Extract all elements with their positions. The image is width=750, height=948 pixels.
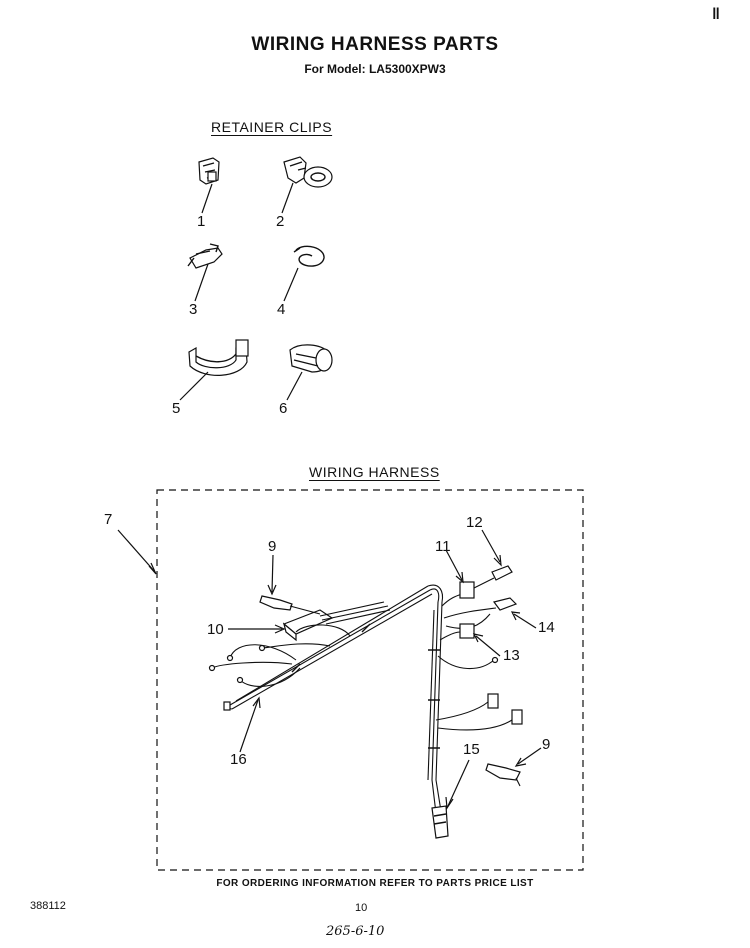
corner-mark: ‖ [712,6,720,23]
retainer-clip-1 [198,157,220,185]
leader-5 [179,371,209,401]
wiring-harness-heading: WIRING HARNESS [309,464,440,480]
page-number: 10 [355,902,368,914]
retainer-clip-2 [283,156,333,188]
retainer-clip-6 [289,344,333,373]
leader-2 [281,182,294,214]
leader-1 [201,183,213,214]
leader-6 [286,371,303,401]
part-label-1: 1 [197,213,206,230]
part-label-7: 7 [104,511,113,528]
harness-frame [156,489,584,871]
part-label-2: 2 [276,213,285,230]
part-label-3: 3 [189,301,198,318]
wiring-harness-assembly [208,565,523,839]
model-subtitle: For Model: LA5300XPW3 [304,62,446,76]
part-label-10: 10 [207,621,224,638]
retainer-clip-5 [188,339,249,376]
handwritten-note: 265-6-10 [326,924,385,939]
retainer-clips-heading: RETAINER CLIPS [211,119,333,135]
harness-leaders [228,529,542,810]
part-label-6: 6 [279,400,288,417]
ordering-note: FOR ORDERING INFORMATION REFER TO PARTS … [216,878,534,889]
leader-4 [283,267,299,302]
part-label-5: 5 [172,400,181,417]
leader-3 [194,263,209,302]
part-label-9-bottom: 9 [542,736,551,753]
part-label-16: 16 [230,751,247,768]
document-number: 388112 [30,900,66,912]
leader-7-arrow [148,562,157,575]
retainer-clip-4 [293,245,325,267]
part-label-9-top: 9 [268,538,277,555]
part-label-14: 14 [538,619,555,636]
page-title: WIRING HARNESS PARTS [251,34,499,55]
part-label-13: 13 [503,647,520,664]
part-label-12: 12 [466,514,483,531]
part-label-4: 4 [277,301,286,318]
part-label-15: 15 [463,741,480,758]
leader-7 [117,529,156,573]
retainer-clip-3 [187,243,223,269]
